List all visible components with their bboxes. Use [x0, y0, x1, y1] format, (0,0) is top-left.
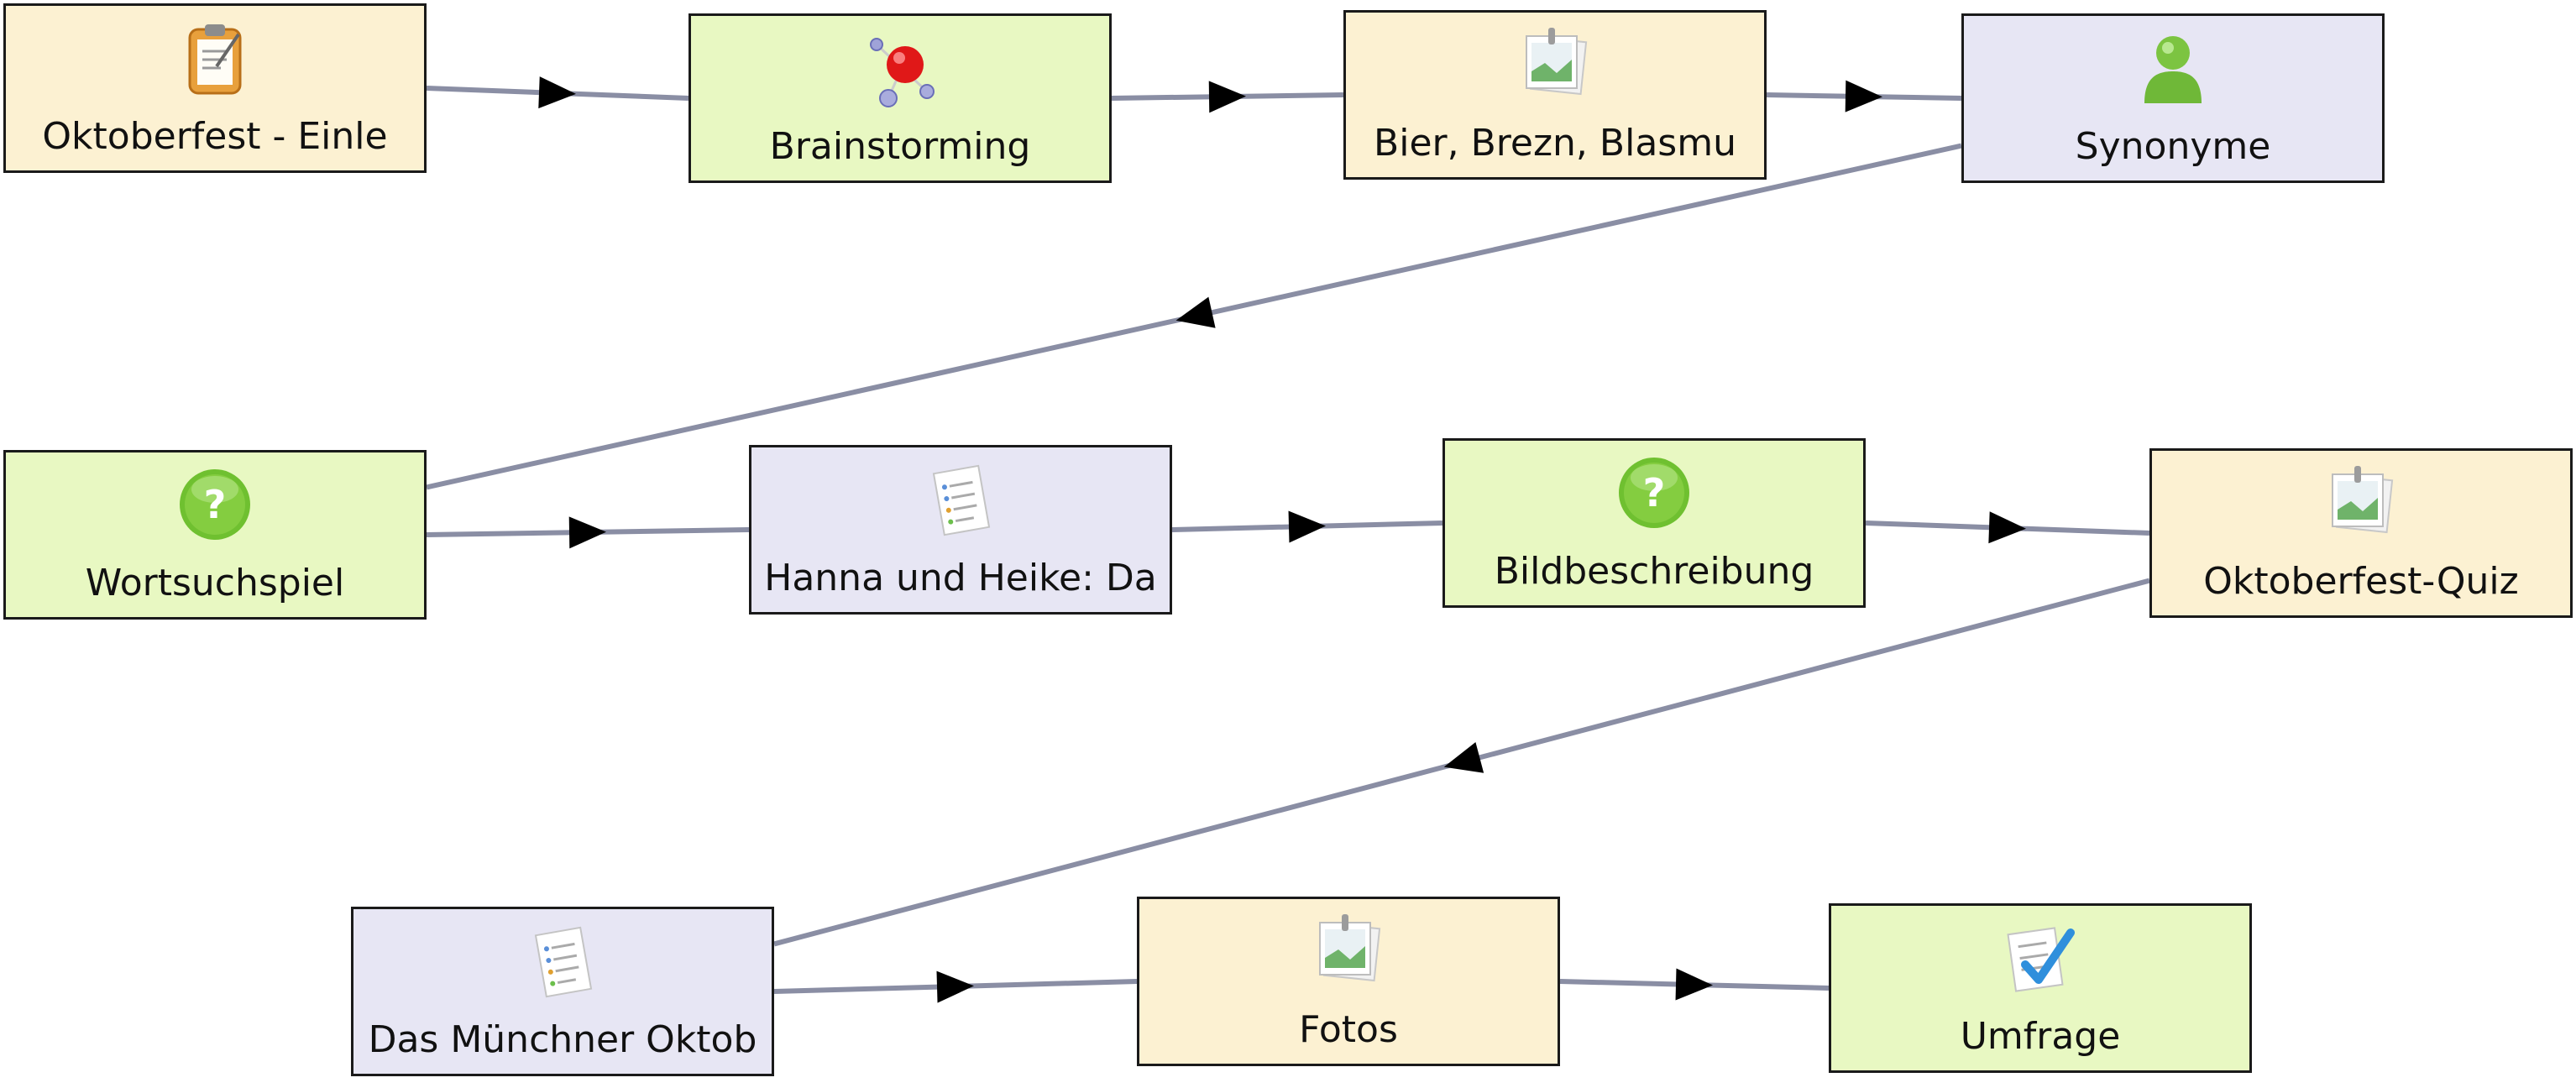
document-icon: [522, 921, 603, 1002]
user-icon: [2133, 28, 2213, 108]
edge-arrowhead: [936, 970, 974, 1003]
node-synonyme[interactable]: Synonyme: [1961, 13, 2385, 183]
question-icon: ?: [1614, 452, 1694, 533]
edge-arrowhead: [1675, 968, 1713, 1001]
molecule-icon: [860, 28, 940, 108]
node-oktoberfest-einleitung[interactable]: Oktoberfest - Einle: [3, 3, 427, 173]
edge-arrowhead: [568, 516, 606, 549]
node-fotos[interactable]: Fotos: [1137, 897, 1560, 1066]
checklist-icon: [2000, 918, 2081, 998]
clipboard-icon: [175, 18, 255, 98]
image-stack-icon: [1515, 24, 1595, 105]
svg-text:?: ?: [204, 482, 227, 527]
node-label: Oktoberfest-Quiz: [2203, 560, 2519, 603]
question-icon: ?: [175, 464, 255, 545]
node-brainstorming[interactable]: Brainstorming: [689, 13, 1112, 183]
image-stack-icon: [2321, 463, 2401, 543]
edge-arrowhead: [1443, 742, 1484, 773]
node-label: Hanna und Heike: Da: [764, 557, 1157, 599]
edge-arrowhead: [1288, 510, 1326, 543]
edge-arrowhead: [1845, 80, 1882, 112]
node-bier-brezn-blasmusik[interactable]: Bier, Brezn, Blasmu: [1343, 10, 1767, 180]
node-hanna-und-heike[interactable]: Hanna und Heike: Da: [749, 445, 1172, 615]
node-das-muenchner-oktoberfest[interactable]: Das Münchner Oktob: [351, 907, 774, 1076]
node-label: Oktoberfest - Einle: [42, 115, 388, 158]
node-label: Bier, Brezn, Blasmu: [1374, 122, 1736, 165]
edge-arrowhead: [1988, 511, 2026, 544]
image-stack-icon: [1308, 911, 1389, 991]
node-label: Wortsuchspiel: [85, 562, 345, 604]
node-label: Brainstorming: [769, 125, 1031, 168]
node-oktoberfest-quiz[interactable]: Oktoberfest-Quiz: [2149, 448, 2573, 618]
node-label: Das Münchner Oktob: [368, 1018, 757, 1061]
node-umfrage[interactable]: Umfrage: [1829, 903, 2252, 1073]
svg-text:?: ?: [1643, 470, 1666, 515]
node-label: Synonyme: [2075, 125, 2271, 168]
node-label: Fotos: [1299, 1008, 1398, 1051]
document-icon: [920, 459, 1001, 540]
node-bildbeschreibung[interactable]: ? Bildbeschreibung: [1442, 438, 1866, 608]
edge-arrowhead: [538, 76, 576, 109]
node-label: Bildbeschreibung: [1494, 550, 1814, 593]
edge-arrowhead: [1175, 296, 1216, 328]
edge-arrowhead: [1208, 81, 1246, 113]
node-wortsuchspiel[interactable]: ? Wortsuchspiel: [3, 450, 427, 620]
node-label: Umfrage: [1960, 1015, 2121, 1058]
